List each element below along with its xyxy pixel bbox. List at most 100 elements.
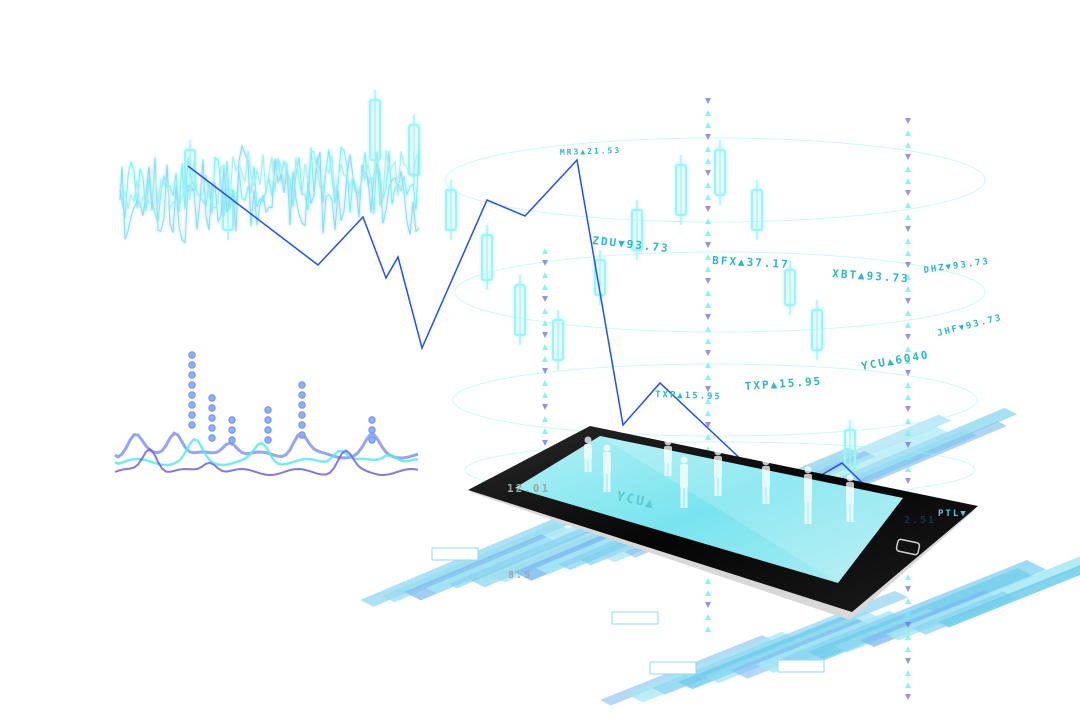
up-triangle-icon [905,238,911,244]
person-leg [766,485,770,504]
candlestick-body [631,209,643,251]
ticker-ring-middle [454,251,986,333]
person-head [762,458,770,466]
noise-line-pale [119,150,420,211]
down-triangle-icon [705,350,711,356]
person-leg [607,472,611,492]
down-triangle-icon [905,298,911,304]
ticker-label-3: XBT▲93.73 [832,267,910,285]
down-triangle-icon [705,242,711,248]
wave-dot [368,416,376,424]
screen-label-3: 2.51 [904,515,936,526]
up-triangle-icon [905,430,911,436]
wave-dot [264,426,272,434]
person-body [664,446,672,463]
person-leg [603,472,607,492]
person-body [603,452,611,474]
down-triangle-icon [905,658,911,664]
up-triangle-icon [905,610,911,616]
candlestick-body [481,234,493,281]
up-triangle-icon [905,250,911,256]
up-triangle-icon [905,646,911,652]
wave-dot [188,401,196,409]
up-triangle-icon [705,182,711,188]
down-triangle-icon [705,98,711,104]
candlestick-body [552,319,564,361]
up-triangle-icon [542,308,548,314]
person-leg [684,486,688,508]
person-body [680,464,688,489]
person-head [714,448,722,456]
up-triangle-icon [905,202,911,208]
person-leg [850,502,854,522]
wave-dot [298,411,306,419]
up-triangle-icon [705,290,711,296]
up-triangle-icon [705,122,711,128]
down-triangle-icon [542,332,548,338]
floor-bar [938,565,1080,628]
down-triangle-icon [705,170,711,176]
up-triangle-icon [542,380,548,386]
up-triangle-icon [542,272,548,278]
up-triangle-icon [905,286,911,292]
candlestick-body [675,164,687,216]
up-triangle-icon [905,418,911,424]
ticker-label-1: ZDU▼93.73 [592,234,671,255]
noise-line-light-blue [119,144,420,244]
wave-dot [208,394,216,402]
up-triangle-icon [705,230,711,236]
up-triangle-icon [542,320,548,326]
up-triangle-icon [705,158,711,164]
ticker-label-8: TXP▲15.95 [655,390,722,402]
down-triangle-icon [905,262,911,268]
down-triangle-icon [905,190,911,196]
noise-line-cyan [119,146,420,222]
screen-label-2: 8.5 [508,570,532,581]
up-triangle-icon [905,382,911,388]
wave-dot [368,426,376,434]
up-triangle-icon [705,110,711,116]
up-triangle-icon [705,614,711,620]
down-triangle-icon [705,602,711,608]
up-triangle-icon [705,362,711,368]
ticker-rings [444,137,986,499]
wave-chart [114,351,419,477]
person-leg [762,485,766,504]
person-body [762,466,770,487]
down-triangle-icon [905,370,911,376]
person-head [804,466,812,474]
wave-dot [298,381,306,389]
person-body [804,474,812,502]
wave-dot [188,361,196,369]
up-triangle-icon [705,374,711,380]
up-triangle-icon [905,142,911,148]
wave-dot [188,371,196,379]
wave-dot [208,434,216,442]
up-triangle-icon [705,434,711,440]
up-triangle-icon [905,682,911,688]
candlestick-group [184,90,856,480]
person-leg [680,486,684,508]
floor-label-box [431,547,479,561]
wave-dot [188,391,196,399]
wave-line-blue [114,431,419,460]
ticker-ring-lower [452,363,978,437]
wave-dot [298,431,306,439]
wave-dot [228,416,236,424]
ticker-label-9: MR3▲21.53 [560,146,622,157]
up-triangle-icon [705,338,711,344]
person-leg [846,502,850,522]
person-leg [804,499,808,524]
down-triangle-icon [705,422,711,428]
noisy-line-chart [119,144,420,244]
phone-home-button [895,538,921,556]
down-triangle-icon [905,694,911,700]
up-triangle-icon [705,626,711,632]
down-triangle-icon [905,586,911,592]
screen-label-1: 12.01 [507,482,550,495]
candlestick-body [811,309,823,351]
up-triangle-icon [905,358,911,364]
down-triangle-icon [905,442,911,448]
up-triangle-icon [905,178,911,184]
ticker-label-6: YCU▲6040 [860,348,930,373]
